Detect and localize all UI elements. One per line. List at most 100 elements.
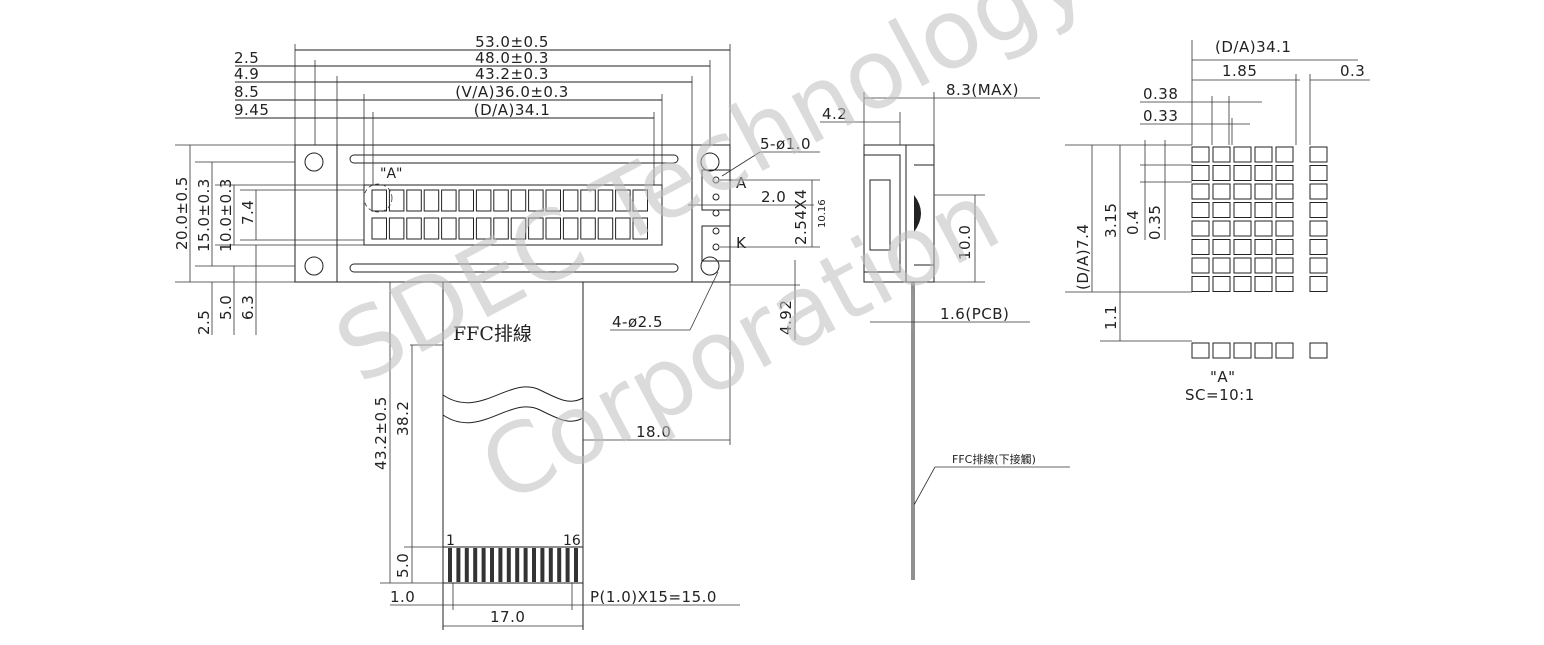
bottom-slot bbox=[349, 263, 679, 273]
char-cell bbox=[615, 217, 631, 240]
char-cell bbox=[388, 189, 405, 212]
dim-43-2: 43.2±0.5 bbox=[372, 396, 390, 470]
detail-a: (D/A)34.1 1.85 0.3 0.38 0.33 (D/A)7.4 3.… bbox=[1065, 38, 1370, 404]
cob-blob bbox=[914, 195, 921, 232]
char-cell bbox=[510, 217, 527, 240]
detail-0-35: 0.35 bbox=[1146, 205, 1164, 240]
matrix-dot bbox=[1233, 239, 1252, 255]
matrix-dot bbox=[1254, 165, 1273, 181]
matrix-dot bbox=[1275, 165, 1294, 181]
char-cell bbox=[632, 217, 648, 240]
char-cell bbox=[510, 189, 527, 212]
char-cell bbox=[475, 217, 492, 240]
matrix-dot bbox=[1254, 220, 1273, 237]
ffc-contact bbox=[548, 548, 553, 582]
detail-a-circle bbox=[363, 183, 393, 213]
mount-hole bbox=[700, 256, 720, 276]
dim-10-0: 10.0 bbox=[956, 225, 974, 260]
dim-9-45: 9.45 bbox=[234, 101, 269, 119]
ffc-contact bbox=[515, 548, 520, 582]
ffc-contact bbox=[481, 548, 486, 582]
cursor-dot bbox=[1212, 342, 1231, 359]
matrix-dot bbox=[1254, 276, 1273, 292]
detail-1-1: 1.1 bbox=[1102, 305, 1120, 330]
watermark: SDEC Technology Corporation bbox=[318, 0, 1104, 525]
hole4-label: 4-ø2.5 bbox=[612, 313, 663, 331]
matrix-dot bbox=[1275, 202, 1294, 218]
matrix-dot bbox=[1233, 257, 1252, 274]
char-cell bbox=[562, 189, 579, 212]
dim-2-54: 2.54X4 bbox=[792, 189, 810, 245]
dim-7-4: 7.4 bbox=[239, 200, 257, 225]
ffc-note: FFC排線(下接觸) bbox=[952, 452, 1036, 466]
mount-hole bbox=[700, 152, 720, 172]
matrix-dot bbox=[1309, 146, 1328, 163]
matrix-dot bbox=[1212, 165, 1231, 181]
ffc-contact bbox=[506, 548, 511, 582]
matrix-dot bbox=[1254, 239, 1273, 255]
ffc-cable: FFC排線 43.2±0.5 38.2 18.0 5.0 1 16 1.0 P(… bbox=[372, 281, 740, 630]
matrix-dot bbox=[1309, 220, 1328, 237]
viewing-area bbox=[363, 184, 663, 246]
dim-2-5: 2.5 bbox=[234, 49, 259, 67]
top-slot bbox=[349, 154, 679, 164]
ffc-contact bbox=[574, 548, 578, 582]
pin-1: 1 bbox=[446, 533, 455, 549]
matrix-dot bbox=[1275, 257, 1294, 274]
matrix-dot bbox=[1254, 257, 1273, 274]
char-cell bbox=[528, 217, 544, 240]
matrix-dot bbox=[1254, 183, 1273, 200]
matrix-dot bbox=[1309, 202, 1328, 218]
dim-48: 48.0±0.3 bbox=[475, 49, 549, 67]
matrix-dot bbox=[1309, 257, 1328, 274]
char-cell bbox=[371, 189, 387, 212]
dim-1-6: 1.6(PCB) bbox=[940, 305, 1009, 323]
matrix-dot bbox=[1275, 220, 1294, 237]
cursor-dot bbox=[1233, 342, 1252, 359]
ffc-contact bbox=[490, 548, 494, 582]
dim-1-0: 1.0 bbox=[390, 588, 415, 606]
matrix-dot bbox=[1191, 202, 1210, 218]
char-cell bbox=[597, 217, 614, 240]
dim-38-2: 38.2 bbox=[394, 401, 412, 436]
dim-4-2: 4.2 bbox=[822, 105, 847, 123]
mount-hole bbox=[304, 152, 324, 172]
char-cell bbox=[458, 217, 474, 240]
ffc-contact bbox=[456, 548, 461, 582]
matrix-dot bbox=[1254, 202, 1273, 218]
detail-0-4: 0.4 bbox=[1124, 210, 1142, 235]
char-cell bbox=[441, 189, 457, 212]
dim-43: 43.2±0.3 bbox=[475, 65, 549, 83]
cursor-dot bbox=[1309, 342, 1328, 359]
char-cell bbox=[475, 189, 492, 212]
character-grid bbox=[371, 189, 648, 240]
char-cell bbox=[388, 217, 405, 240]
matrix-dot bbox=[1254, 146, 1273, 163]
char-cell bbox=[597, 189, 614, 212]
char-cell bbox=[441, 217, 457, 240]
matrix-dot bbox=[1309, 183, 1328, 200]
matrix-dot bbox=[1233, 165, 1252, 181]
matrix-dot bbox=[1191, 239, 1210, 255]
dim-2-0: 2.0 bbox=[761, 188, 786, 206]
front-view: 53.0±0.5 48.0±0.3 43.2±0.3 (V/A)36.0±0.3… bbox=[173, 33, 828, 340]
dim-17: 17.0 bbox=[490, 608, 525, 626]
char-cell bbox=[545, 217, 561, 240]
char-cell bbox=[493, 217, 509, 240]
matrix-dot bbox=[1212, 183, 1231, 200]
matrix-dot bbox=[1191, 165, 1210, 181]
char-cell bbox=[615, 189, 631, 212]
detail-0-3: 0.3 bbox=[1340, 62, 1365, 80]
dim-5-0-v: 5.0 bbox=[217, 295, 235, 320]
matrix-dot bbox=[1233, 276, 1252, 292]
dim-4-92: 4.92 bbox=[777, 300, 795, 335]
dim-8-5: 8.5 bbox=[234, 83, 259, 101]
matrix-dot bbox=[1309, 239, 1328, 255]
cursor-dot bbox=[1191, 342, 1210, 359]
ffc-contacts bbox=[448, 548, 578, 582]
detail-label: "A" bbox=[1210, 368, 1236, 386]
cursor-dot bbox=[1254, 342, 1273, 359]
matrix-dot bbox=[1212, 276, 1231, 292]
char-cell bbox=[562, 217, 579, 240]
